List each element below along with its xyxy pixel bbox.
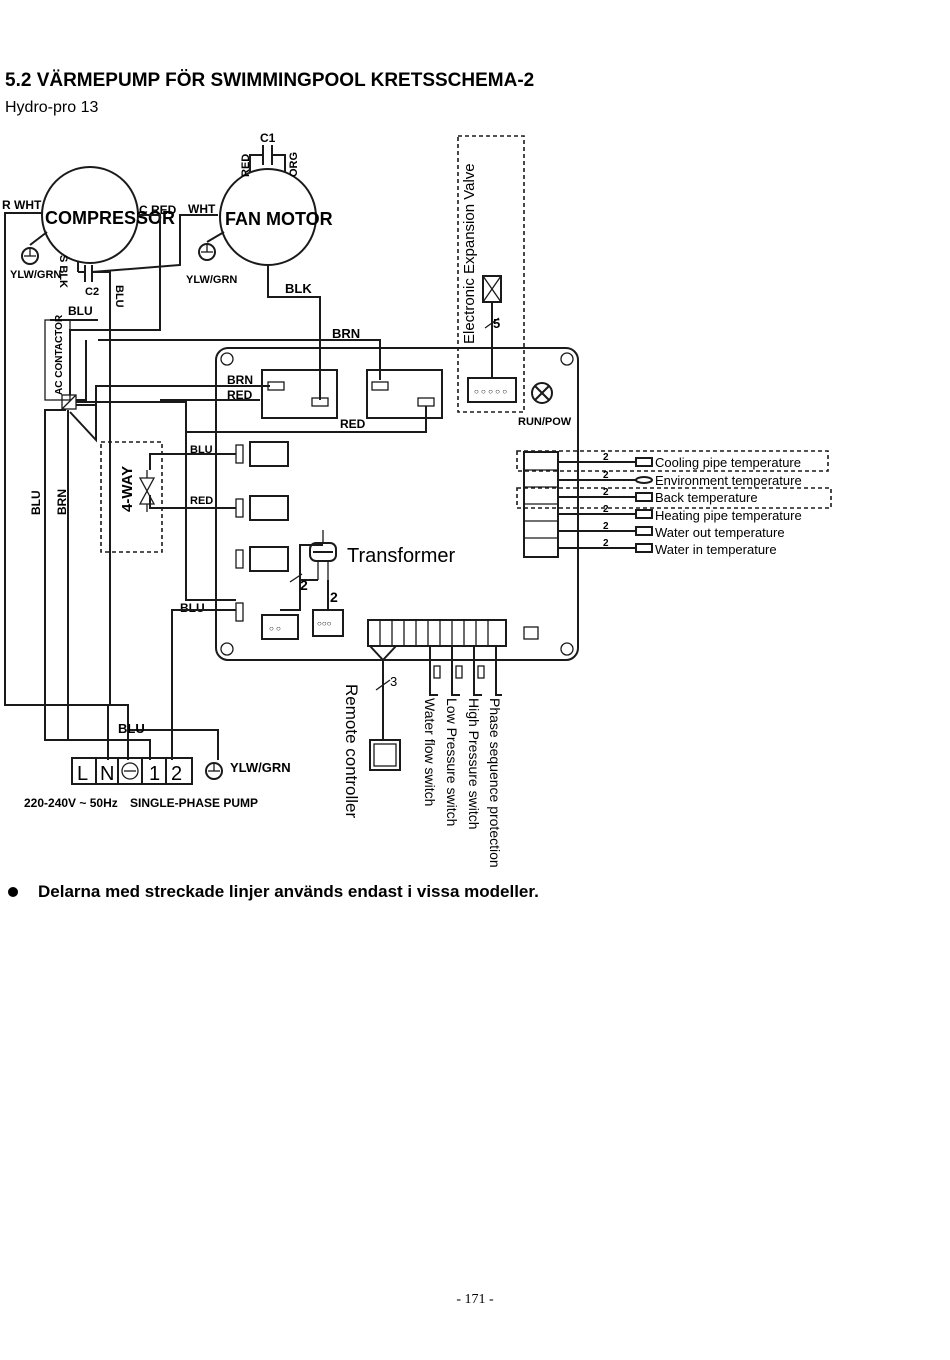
fan-wht-label: WHT — [188, 202, 216, 216]
r-wht-label: R WHT — [2, 198, 42, 212]
remote-controller-label: Remote controller — [342, 684, 361, 819]
sensor-wire-count: 2 — [603, 487, 609, 498]
water-flow-switch-label: Water flow switch — [422, 698, 438, 806]
blk-fan-label: BLK — [285, 281, 312, 296]
sensor-probe-icon — [635, 457, 653, 467]
run-pow-led-icon — [531, 382, 553, 404]
compressor-ground-label: YLW/GRN — [10, 269, 61, 281]
brn-left-label: BRN — [55, 489, 69, 515]
remote-controller-icon — [369, 739, 401, 771]
bullet-icon — [8, 887, 18, 897]
brn-top-label: BRN — [332, 326, 360, 341]
blu-left-label: BLU — [29, 490, 43, 515]
model-subtitle: Hydro-pro 13 — [5, 99, 99, 116]
relay-pump — [249, 546, 289, 572]
sensor-probe-icon — [635, 526, 653, 536]
4way-dashed-box — [100, 441, 163, 553]
fan-motor-label: FAN MOTOR — [225, 209, 333, 229]
blu-c2-label: BLU — [113, 285, 125, 308]
terminal-ground-icon — [121, 762, 139, 780]
fan-ground-label: YLW/GRN — [186, 274, 237, 286]
svg-text:○ ○ ○ ○ ○: ○ ○ ○ ○ ○ — [474, 387, 507, 396]
fan-relay — [261, 369, 338, 419]
sensor-wire-count: 2 — [603, 538, 609, 549]
sensor-probe-icon — [635, 509, 653, 519]
circuit-diagram: COMPRESSOR R WHT C RED YLW/GRN S BLK C2 … — [2, 131, 832, 868]
sensor-probe-icon — [635, 476, 653, 484]
switch-connector-strip — [367, 619, 507, 647]
transformer-socket-a — [261, 614, 299, 640]
sensor-probe-icon — [635, 492, 653, 502]
sensor-probe-icon — [635, 543, 653, 553]
4way-label: 4-WAY — [119, 466, 136, 512]
sensor-label-cooling: Cooling pipe temperature — [655, 455, 801, 470]
eev-dashed-box — [457, 135, 525, 413]
blu-relay-label: BLU — [180, 601, 205, 615]
svg-text:○○○: ○○○ — [317, 619, 332, 628]
cooling-pipe-dashed-box — [516, 450, 829, 472]
transformer-count-b: 2 — [330, 589, 338, 605]
compressor-relay — [366, 369, 443, 419]
sensor-label-heating: Heating pipe temperature — [655, 508, 802, 523]
sensor-wire-count: 2 — [603, 521, 609, 532]
ac-contactor-body — [44, 319, 71, 401]
dashed-line-note: Delarna med streckade linjer används end… — [8, 882, 539, 902]
pump-label: SINGLE-PHASE PUMP — [130, 796, 258, 810]
4way-valve-icon — [138, 477, 156, 505]
terminal-n: N — [100, 763, 114, 785]
blu-terminal-label: BLU — [118, 721, 145, 736]
board-indicator — [523, 626, 539, 640]
transformer-icon — [309, 530, 337, 580]
supply-label: 220-240V ~ 50Hz — [24, 796, 118, 810]
terminal-block — [71, 757, 193, 785]
phase-sequence-label: Phase sequence protection — [487, 698, 503, 868]
sensor-wire-count: 2 — [603, 470, 609, 481]
svg-text:○ ○: ○ ○ — [269, 624, 281, 633]
relay-aux — [249, 495, 289, 521]
c-red-label: C RED — [139, 203, 177, 217]
relay-4way — [249, 441, 289, 467]
low-pressure-switch-label: Low Pressure switch — [444, 698, 460, 826]
sensor-wire-count: 2 — [603, 452, 609, 463]
sensor-label-back: Back temperature — [655, 490, 758, 505]
run-pow-label: RUN/POW — [518, 416, 572, 428]
terminal-1: 1 — [149, 763, 160, 785]
eev-label: Electronic Expansion Valve — [461, 163, 478, 344]
sensor-label-water-in: Water in temperature — [655, 542, 777, 557]
c1-label: C1 — [260, 131, 276, 145]
transformer-count-a: 2 — [300, 577, 308, 593]
s-blk-label: S BLK — [57, 255, 69, 288]
terminal-l: L — [77, 763, 88, 785]
c1-red-label: RED — [240, 154, 252, 177]
sensor-label-water-out: Water out temperature — [655, 525, 785, 540]
red-bottom-label: RED — [340, 417, 366, 431]
high-pressure-switch-label: High Pressure switch — [466, 698, 482, 830]
brn-board-label: BRN — [227, 373, 253, 387]
c2-label: C2 — [85, 286, 99, 298]
c1-org-label: ORG — [288, 152, 300, 177]
remote-count: 3 — [390, 674, 397, 689]
red-board-label: RED — [227, 388, 253, 402]
note-text: Delarna med streckade linjer används end… — [38, 882, 539, 901]
red-4way-label: RED — [190, 495, 213, 507]
blu-contactor-label: BLU — [68, 304, 93, 318]
pump-ground-label: YLW/GRN — [230, 760, 291, 775]
control-board — [215, 347, 579, 661]
transformer-label: Transformer — [347, 545, 456, 567]
ac-contactor-label: AC CONTACTOR — [54, 314, 65, 395]
eev-count: 5 — [493, 316, 500, 331]
sensor-label-environment: Environment temperature — [655, 473, 802, 488]
compressor-label: COMPRESSOR — [45, 208, 175, 228]
sensor-wire-count: 2 — [603, 504, 609, 515]
terminal-2: 2 — [171, 763, 182, 785]
page-number: - 171 - — [456, 1292, 494, 1307]
back-temp-dashed-box — [516, 487, 832, 509]
page-title: 5.2 VÄRMEPUMP FÖR SWIMMINGPOOL KRETSSCHE… — [5, 70, 535, 91]
